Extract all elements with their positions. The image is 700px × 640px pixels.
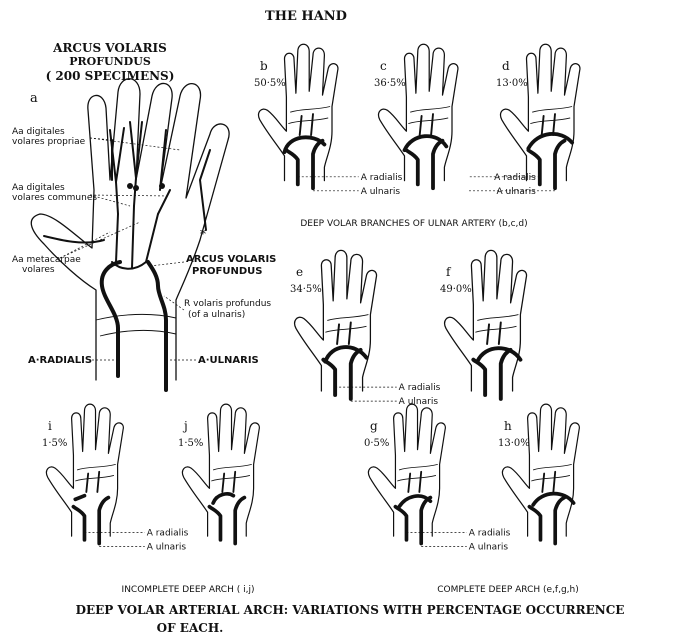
ulnar-artery (148, 262, 166, 390)
label-digitales-propriae-1: Aa digitales (12, 127, 65, 137)
ulnar-vessel (433, 141, 443, 189)
label-ramus-2: (of a ulnaris) (188, 310, 245, 320)
label-metacarpae-2: volares (22, 265, 55, 275)
radial-vessel (406, 150, 417, 184)
variant-hand-g (368, 404, 445, 543)
branch-vessels (222, 472, 235, 492)
variant-percent-c: 36·5% (374, 78, 406, 89)
branch-vessels (487, 322, 501, 344)
arch-vessel (477, 348, 520, 361)
variant-percent-b: 50·5% (254, 78, 286, 89)
label-metacarpae-1: Aa metacarpae (12, 255, 81, 265)
variant-letter-h: h (504, 419, 512, 433)
branch-vessels (542, 114, 555, 135)
variant-hand-d (501, 44, 580, 188)
variant-hand-e (295, 250, 377, 398)
variant-percent-g: 0·5% (364, 438, 389, 449)
label-a-radialis-i: A radialis (147, 528, 189, 538)
variant-letter-e: e (296, 265, 303, 279)
label-ramus-1: R volaris profundus (184, 299, 271, 309)
branch-vessels (420, 114, 433, 135)
label-a-ulnaris-main: A·ULNARIS (198, 355, 259, 366)
label-arcus-2: PROFUNDUS (192, 266, 262, 277)
variant-letter-g: g (370, 419, 378, 433)
variant-letter-c: c (380, 59, 387, 73)
label-a-radialis-main: A·RADIALIS (28, 355, 92, 366)
radial-vessel (73, 507, 84, 540)
ulnar-vessel (501, 350, 511, 399)
arch-vessel (213, 494, 233, 503)
variant-percent-i: 1·5% (42, 438, 67, 449)
variant-hand-h (502, 404, 579, 543)
variant-percent-e: 34·5% (290, 284, 322, 295)
branch-vessels (300, 114, 313, 135)
panel-a: ARCUS VOLARIS PROFUNDUS ( 200 SPECIMENS)… (12, 41, 276, 390)
label-a-ulnaris-i: A ulnaris (147, 542, 187, 552)
caption-bcd: DEEP VOLAR BRANCHES OF ULNAR ARTERY (b,c… (300, 219, 527, 229)
asterisk-mark: * (200, 227, 206, 241)
label-a-ulnaris-d: A ulnaris (496, 187, 536, 197)
caption-efgh: COMPLETE DEEP ARCH (e,f,g,h) (437, 585, 579, 595)
variant-letter-b: b (260, 59, 268, 73)
branch-vessels (542, 472, 555, 492)
variant-hand-b (259, 44, 338, 188)
variant-percent-f: 49·0% (440, 284, 472, 295)
label-digitales-communes-1: Aa digitales (12, 183, 65, 193)
branch-vessels (408, 472, 421, 492)
ulnar-vessel (555, 498, 564, 544)
variant-letter-i: i (48, 419, 52, 433)
label-a-ulnaris-g: A ulnaris (469, 542, 509, 552)
branch-vessels (86, 472, 99, 492)
ulnar-vessel (235, 498, 244, 544)
ulnar-vessel (351, 350, 361, 399)
radial-vessel (529, 507, 540, 540)
label-a-radialis-d: A radialis (494, 173, 536, 183)
variant-hand-j (182, 404, 259, 543)
main-caption-line-1: DEEP VOLAR ARTERIAL ARCH: VARIATIONS WIT… (76, 603, 625, 617)
panel-a-letter: a (30, 91, 38, 106)
main-caption-line-2: OF EACH. (157, 621, 224, 635)
variant-hand-c (379, 44, 458, 188)
variant-percent-d: 13·0% (496, 78, 528, 89)
label-a-radialis-g: A radialis (469, 528, 511, 538)
variant-percent-j: 1·5% (178, 438, 203, 449)
label-a-radialis-b: A radialis (361, 173, 403, 183)
label-digitales-propriae-2: volares propriae (12, 137, 86, 147)
variant-hand-i (46, 404, 123, 543)
label-digitales-communes-2: volares communes (12, 193, 97, 203)
label-a-radialis-e: A radialis (399, 383, 441, 393)
ulnar-vessel (99, 498, 108, 544)
branch-vessels (337, 322, 351, 344)
variant-percent-h: 13·0% (498, 438, 530, 449)
panel-a-heading-1: ARCUS VOLARIS (52, 41, 167, 55)
radial-vessel (395, 507, 406, 540)
ulnar-vessel (555, 141, 565, 189)
radial-vessel (286, 150, 297, 184)
variant-letter-j: j (182, 419, 188, 433)
label-arcus-1: ARCUS VOLARIS (186, 254, 276, 265)
variant-letter-f: f (446, 265, 452, 279)
arch-vessel (75, 496, 84, 500)
radial-vessel (323, 360, 335, 395)
panel-a-heading-2: PROFUNDUS (69, 55, 151, 68)
label-a-ulnaris-e: A ulnaris (399, 397, 439, 407)
ulnar-vessel (313, 141, 323, 189)
ulnar-vessel (421, 498, 430, 544)
radial-vessel (473, 360, 485, 395)
radial-vessel (209, 507, 220, 540)
variant-hands: b 50·5% A radialis A ulnaris c 36·5% d 13·0% A r… (42, 44, 580, 552)
variant-letter-d: d (502, 59, 510, 73)
radial-artery (102, 262, 120, 376)
panel-a-heading-3: ( 200 SPECIMENS) (46, 69, 175, 83)
arch-vessel (533, 494, 573, 505)
figure-title: THE HAND (265, 9, 347, 24)
caption-ij: INCOMPLETE DEEP ARCH ( i,j) (122, 585, 255, 595)
label-a-ulnaris-b: A ulnaris (361, 187, 401, 197)
variant-hand-f (445, 250, 527, 398)
